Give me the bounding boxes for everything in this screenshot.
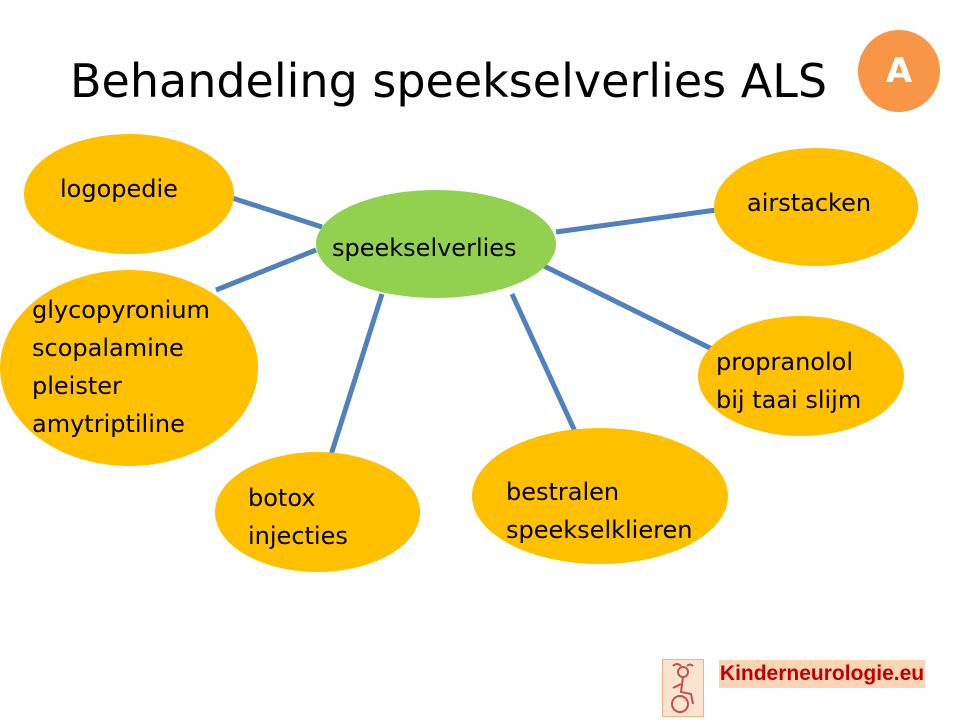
node-airstacken-label: airstacken [747, 189, 872, 217]
connector-logopedie [225, 193, 323, 230]
connector-propranolol [538, 261, 720, 355]
node-medicatie-line-4: amytriptiline [32, 410, 185, 438]
node-medicatie: glycopyronium scopalamine pleister amytr… [0, 270, 258, 466]
node-propranolol-line-1: propranolol [716, 348, 853, 376]
center-node-label: speekselverlies [332, 234, 517, 262]
slide-title: Behandeling speekselverlies ALS [70, 54, 828, 108]
connector-airstacken [555, 207, 717, 235]
node-airstacken: airstacken [714, 148, 918, 266]
badge: A [858, 30, 940, 112]
brand-logo [662, 659, 704, 717]
node-bestralen: bestralen speekselklieren [472, 428, 728, 564]
node-logopedie: logopedie [24, 134, 234, 254]
connector-botox [327, 293, 385, 459]
node-bestralen-line-2: speekselklieren [506, 516, 693, 544]
center-node: speekselverlies [316, 190, 556, 298]
node-propranolol-line-2: bij taai slijm [716, 386, 862, 414]
node-medicatie-line-3: pleister [32, 372, 122, 400]
connector-medicatie [215, 247, 317, 293]
node-bestralen-line-1: bestralen [506, 478, 620, 506]
brand-text[interactable]: Kinderneurologie.eu [719, 660, 925, 688]
node-medicatie-line-2: scopalamine [32, 334, 184, 362]
connector-bestralen [509, 292, 581, 440]
wheelchair-figure-icon [671, 663, 694, 713]
node-propranolol: propranolol bij taai slijm [698, 316, 904, 436]
node-botox-line-2: injecties [248, 522, 348, 550]
node-logopedie-label: logopedie [60, 175, 178, 203]
node-botox-line-1: botox [248, 484, 316, 512]
node-medicatie-line-1: glycopyronium [32, 296, 210, 324]
node-botox: botox injecties [215, 452, 420, 572]
